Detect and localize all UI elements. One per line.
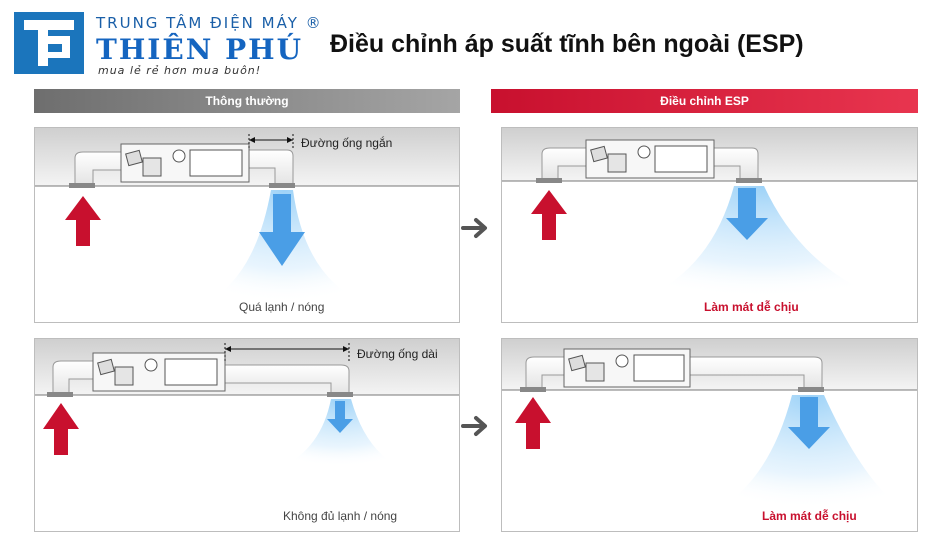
- return-air-arrow: [65, 196, 101, 246]
- column-header-normal: Thông thường: [34, 89, 460, 113]
- supply-grille: [736, 178, 762, 183]
- panel-caption: Làm mát dễ chịu: [704, 300, 799, 314]
- panel-esp-long-duct: Làm mát dễ chịu: [501, 338, 918, 532]
- airflow-cone: [644, 186, 882, 298]
- page-title: Điều chỉnh áp suất tĩnh bên ngoài (ESP): [330, 30, 804, 58]
- supply-grille: [327, 392, 353, 397]
- return-duct: [74, 151, 122, 187]
- panel-normal-short-duct: Đường ống ngắn Quá lạnh / nóng: [34, 127, 460, 323]
- return-grille: [47, 392, 73, 397]
- supply-air-arrow-weak: [327, 401, 353, 433]
- return-duct: [525, 356, 565, 391]
- return-grille: [69, 183, 95, 188]
- brand-slogan: mua lẻ rẻ hơn mua buôn!: [98, 64, 262, 77]
- panel-caption: Làm mát dễ chịu: [762, 509, 857, 523]
- return-duct: [52, 360, 94, 396]
- duct-length-label: Đường ống ngắn: [301, 136, 393, 150]
- supply-duct: [713, 147, 759, 182]
- supply-duct: [248, 149, 294, 187]
- supply-duct: [224, 364, 350, 396]
- supply-air-arrow: [726, 188, 768, 240]
- return-air-arrow: [531, 190, 567, 240]
- return-air-arrow: [43, 403, 79, 455]
- panel-caption: Quá lạnh / nóng: [239, 300, 325, 314]
- supply-air-arrow: [259, 194, 305, 266]
- return-grille: [520, 387, 546, 392]
- brand-name: THIÊN PHÚ: [96, 33, 303, 66]
- diagram-esp-long: [502, 339, 917, 509]
- duct-length-label: Đường ống dài: [357, 347, 438, 361]
- column-header-esp: Điều chỉnh ESP: [491, 89, 918, 113]
- supply-duct: [689, 356, 823, 391]
- arrow-right-icon: [461, 416, 487, 436]
- diagram-esp-short: [502, 128, 917, 298]
- arrow-right-icon: [461, 218, 487, 238]
- supply-grille: [798, 387, 824, 392]
- diagram-normal-short: [35, 128, 459, 303]
- return-air-arrow: [515, 397, 551, 449]
- airflow-cone: [718, 395, 902, 509]
- panel-caption: Không đủ lạnh / nóng: [283, 509, 398, 523]
- return-duct: [541, 147, 587, 182]
- diagram-normal-long: [35, 339, 459, 467]
- return-grille: [536, 178, 562, 183]
- panel-esp-short-duct: Làm mát dễ chịu: [501, 127, 918, 323]
- panel-normal-long-duct: Đường ống dài Không đủ lạnh / nóng: [34, 338, 460, 532]
- brand-line1: TRUNG TÂM ĐIỆN MÁY ®: [96, 14, 323, 32]
- supply-air-arrow: [788, 397, 830, 449]
- brand-logo: [14, 12, 84, 74]
- supply-grille: [269, 183, 295, 188]
